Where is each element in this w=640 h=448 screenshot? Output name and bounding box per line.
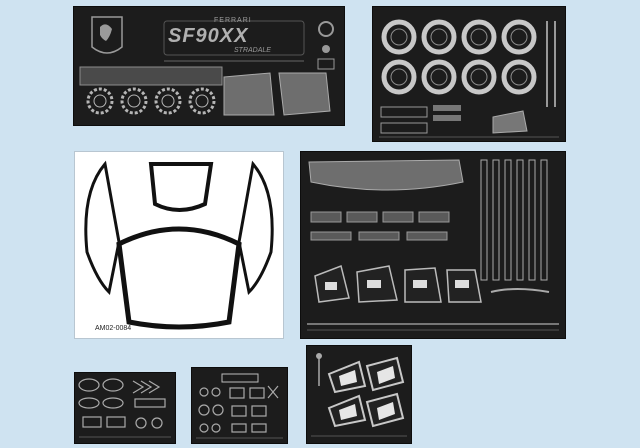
- photo-etch-sheet-f: [191, 367, 288, 444]
- sheet-e-parts: [78, 378, 171, 438]
- ferrari-shield-icon: [91, 16, 123, 54]
- sheet-c-masks: [84, 160, 274, 330]
- photo-etch-sheet-b: [372, 6, 566, 142]
- brand-text: FERRARI: [214, 17, 252, 24]
- sheet-b-parts: [379, 19, 559, 138]
- photo-etch-sheet-a: FERRARI SF90XX STRADALE: [73, 6, 345, 126]
- photo-etch-sheet-d: [300, 151, 566, 339]
- model-text: SF90XX: [168, 25, 249, 47]
- sheet-a-parts: [79, 16, 335, 116]
- sheet-f-parts: [196, 373, 283, 439]
- photo-etch-sheet-g: [306, 345, 412, 444]
- sheet-g-parts: [311, 353, 407, 437]
- model-subtext: STRADALE: [234, 47, 271, 54]
- part-code-label: AM02-0084: [95, 325, 132, 332]
- photo-etch-sheet-e: [74, 372, 176, 444]
- sheet-d-parts: [307, 159, 559, 331]
- mask-sheet-c: AM02-0084: [74, 151, 284, 339]
